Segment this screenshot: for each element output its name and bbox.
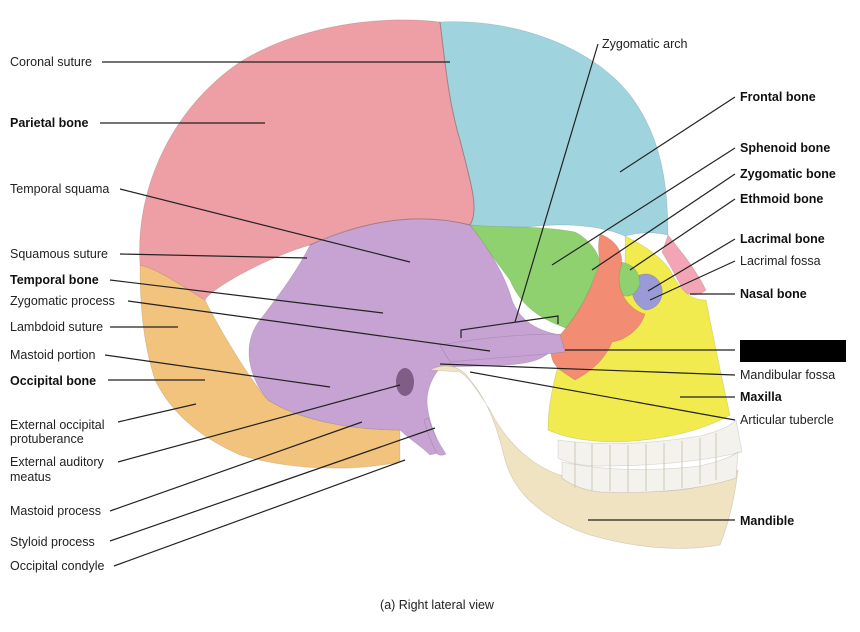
label-temporal-bone: Temporal bone — [10, 273, 99, 287]
teeth — [557, 419, 743, 493]
label-temporal-squama: Temporal squama — [10, 182, 109, 196]
label-zygomatic-arch: Zygomatic arch — [602, 37, 687, 51]
label-lacrimal-fossa: Lacrimal fossa — [740, 254, 821, 268]
coronal-suture-line — [439, 21, 475, 226]
label-zygomatic-bone: Zygomatic bone — [740, 167, 836, 181]
label-styloid-process: Styloid process — [10, 535, 95, 549]
tooth-dividers — [574, 433, 717, 492]
label-external-occipital-protuberance: External occipital — [10, 418, 105, 432]
figure-caption: (a) Right lateral view — [380, 598, 495, 612]
zygomatic-bone-shape — [550, 233, 646, 381]
label-mastoid-process: Mastoid process — [10, 504, 101, 518]
label-zygomatic-process: Zygomatic process — [10, 294, 115, 308]
mandible-shape — [428, 365, 739, 549]
label-frontal-bone: Frontal bone — [740, 90, 816, 104]
label-lambdoid-suture: Lambdoid suture — [10, 320, 103, 334]
external-auditory-meatus-opening — [396, 368, 414, 396]
right-labels: Zygomatic arch Frontal bone Sphenoid bon… — [602, 37, 846, 528]
label-ethmoid-bone: Ethmoid bone — [740, 192, 823, 206]
label-mastoid-portion: Mastoid portion — [10, 348, 96, 362]
redacted-label-box — [740, 340, 846, 362]
label-nasal-bone: Nasal bone — [740, 287, 807, 301]
label-sphenoid-bone: Sphenoid bone — [740, 141, 830, 155]
label-mandible: Mandible — [740, 514, 794, 528]
lower-teeth — [561, 451, 739, 493]
label-occipital-bone: Occipital bone — [10, 374, 96, 388]
squamous-suture-line — [309, 218, 471, 246]
label-occipital-condyle: Occipital condyle — [10, 559, 105, 573]
label-lacrimal-bone: Lacrimal bone — [740, 232, 825, 246]
label-external-occipital-protuberance-2: protuberance — [10, 432, 84, 446]
label-articular-tubercle: Articular tubercle — [740, 413, 834, 427]
leader-lines — [100, 43, 736, 567]
label-external-auditory-meatus: External auditory — [10, 455, 105, 469]
upper-teeth — [557, 419, 743, 467]
label-external-auditory-meatus-2: meatus — [10, 470, 51, 484]
label-mandibular-fossa: Mandibular fossa — [740, 368, 835, 382]
label-coronal-suture: Coronal suture — [10, 55, 92, 69]
label-parietal-bone: Parietal bone — [10, 116, 89, 130]
left-labels: Coronal suture Parietal bone Temporal sq… — [10, 55, 115, 573]
zygomatic-arch-shape — [439, 333, 566, 363]
temporal-bone-shape — [248, 218, 561, 456]
label-squamous-suture: Squamous suture — [10, 247, 108, 261]
skull-illustration — [139, 19, 743, 549]
label-maxilla: Maxilla — [740, 390, 783, 404]
